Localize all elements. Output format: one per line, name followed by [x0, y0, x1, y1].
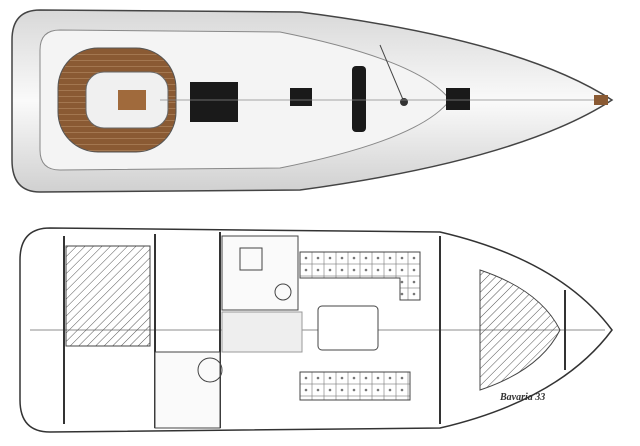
- mast-stay: [379, 44, 405, 103]
- companionway-hatch: [190, 82, 238, 122]
- settee-port: [299, 371, 411, 401]
- bow-fitting: [594, 95, 608, 105]
- wheel: [197, 357, 223, 383]
- saloon-table: [317, 305, 379, 351]
- boat-model-caption: Bavaria 33: [500, 392, 546, 403]
- saloon-floor: [221, 311, 303, 353]
- settee-starboard: [299, 251, 421, 301]
- mast: [400, 98, 408, 106]
- forward-cabin-berth: [479, 269, 561, 391]
- galley-sink: [274, 283, 292, 301]
- deck-plan: [11, 9, 614, 193]
- heads: [154, 351, 221, 429]
- hatch-3: [446, 88, 470, 110]
- stove: [239, 247, 263, 271]
- cockpit-table: [118, 90, 146, 110]
- hatch-2: [352, 66, 366, 132]
- aft-cabin-berth: [65, 245, 151, 347]
- interior-layout: [19, 227, 613, 433]
- hatch-1: [290, 88, 312, 106]
